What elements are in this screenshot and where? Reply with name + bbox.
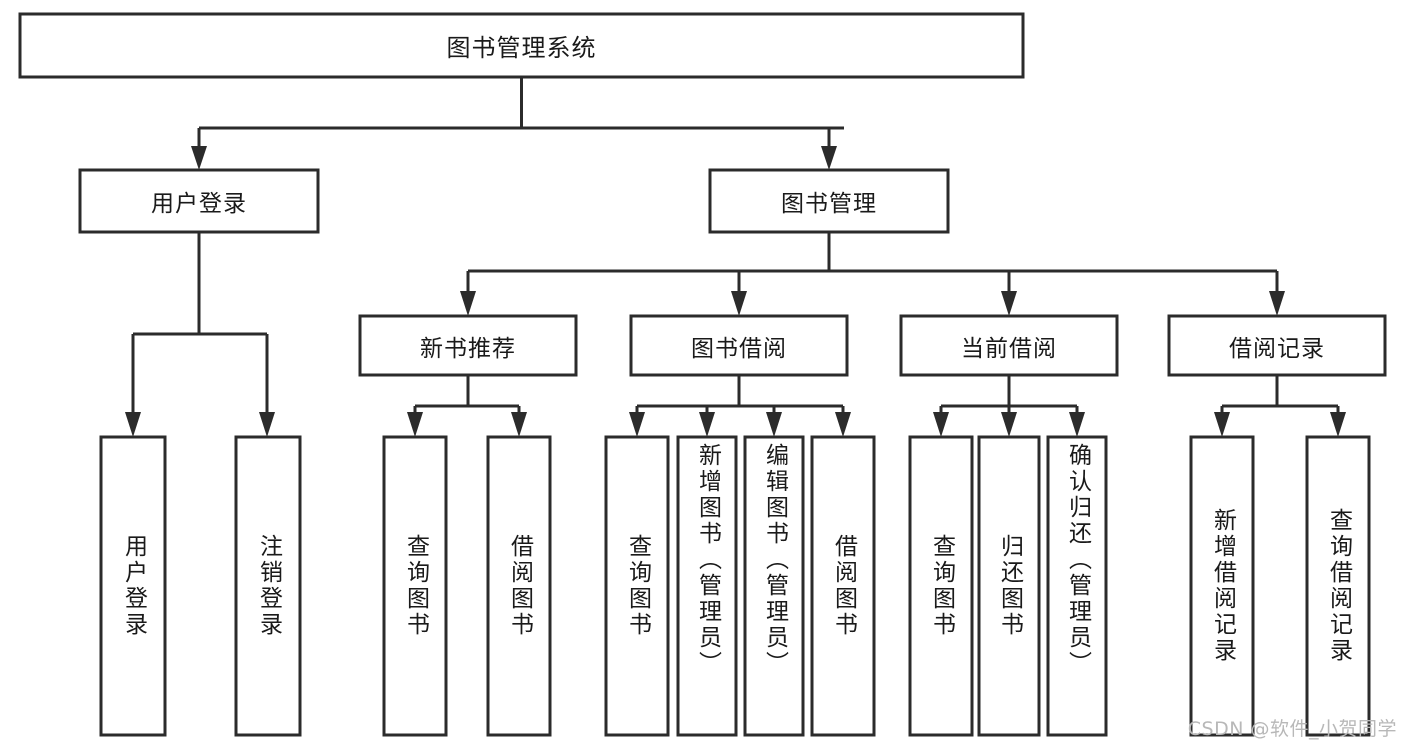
arrow-head-icon — [1214, 412, 1230, 437]
arrow-head-icon — [511, 412, 527, 437]
arrow-head-icon — [1001, 412, 1017, 437]
arrow-head-icon — [259, 412, 275, 437]
node-box-leaf-query-book-2[interactable] — [604, 435, 670, 737]
node-box-borrow-record[interactable] — [1167, 314, 1387, 377]
node-box-current-borrow[interactable] — [899, 314, 1119, 377]
arrow-head-icon — [699, 412, 715, 437]
arrow-head-icon — [460, 291, 476, 316]
arrow-head-icon — [1001, 291, 1017, 316]
arrow-head-icon — [835, 412, 851, 437]
arrow-head-icon — [191, 146, 207, 170]
node-box-leaf-edit-book[interactable] — [743, 435, 805, 737]
node-box-new-book-rec[interactable] — [358, 314, 578, 377]
node-box-leaf-query-record[interactable] — [1305, 435, 1371, 737]
arrow-head-icon — [125, 412, 141, 437]
node-box-leaf-query-book-1[interactable] — [382, 435, 448, 737]
node-box-leaf-confirm-return[interactable] — [1046, 435, 1108, 737]
arrow-head-icon — [933, 412, 949, 437]
edge-group-current-borrow — [933, 375, 1085, 437]
node-box-user-login[interactable] — [78, 168, 320, 234]
arrow-head-icon — [766, 412, 782, 437]
edge-group-borrow-record — [1214, 375, 1346, 437]
node-box-leaf-borrow-book-1[interactable] — [486, 435, 552, 737]
arrow-head-icon — [1269, 291, 1285, 316]
arrow-head-icon — [629, 412, 645, 437]
node-box-book-manage[interactable] — [708, 168, 950, 234]
node-box-leaf-query-book-3[interactable] — [908, 435, 974, 737]
node-box-book-borrow[interactable] — [629, 314, 849, 377]
node-box-root[interactable] — [18, 12, 1025, 79]
arrow-head-icon — [407, 412, 423, 437]
edge-group-new-book-rec — [407, 375, 527, 437]
node-box-leaf-return-book[interactable] — [977, 435, 1041, 737]
arrow-head-icon — [1069, 412, 1085, 437]
edge-group-book-manage — [460, 232, 1285, 316]
edge-group-root — [191, 78, 844, 170]
node-box-leaf-borrow-book-2[interactable] — [810, 435, 876, 737]
node-box-leaf-add-record[interactable] — [1189, 435, 1255, 737]
arrow-head-icon — [1330, 412, 1346, 437]
arrow-head-icon — [731, 291, 747, 316]
edge-group-user-login — [125, 232, 275, 437]
node-box-leaf-add-book[interactable] — [676, 435, 738, 737]
node-box-leaf-user-logout[interactable] — [234, 435, 302, 737]
edge-group-book-borrow — [629, 375, 851, 437]
csdn-watermark: CSDN @软件_小贺同学 — [1187, 718, 1397, 740]
arrow-head-icon — [821, 146, 837, 170]
node-box-leaf-user-login[interactable] — [99, 435, 167, 737]
